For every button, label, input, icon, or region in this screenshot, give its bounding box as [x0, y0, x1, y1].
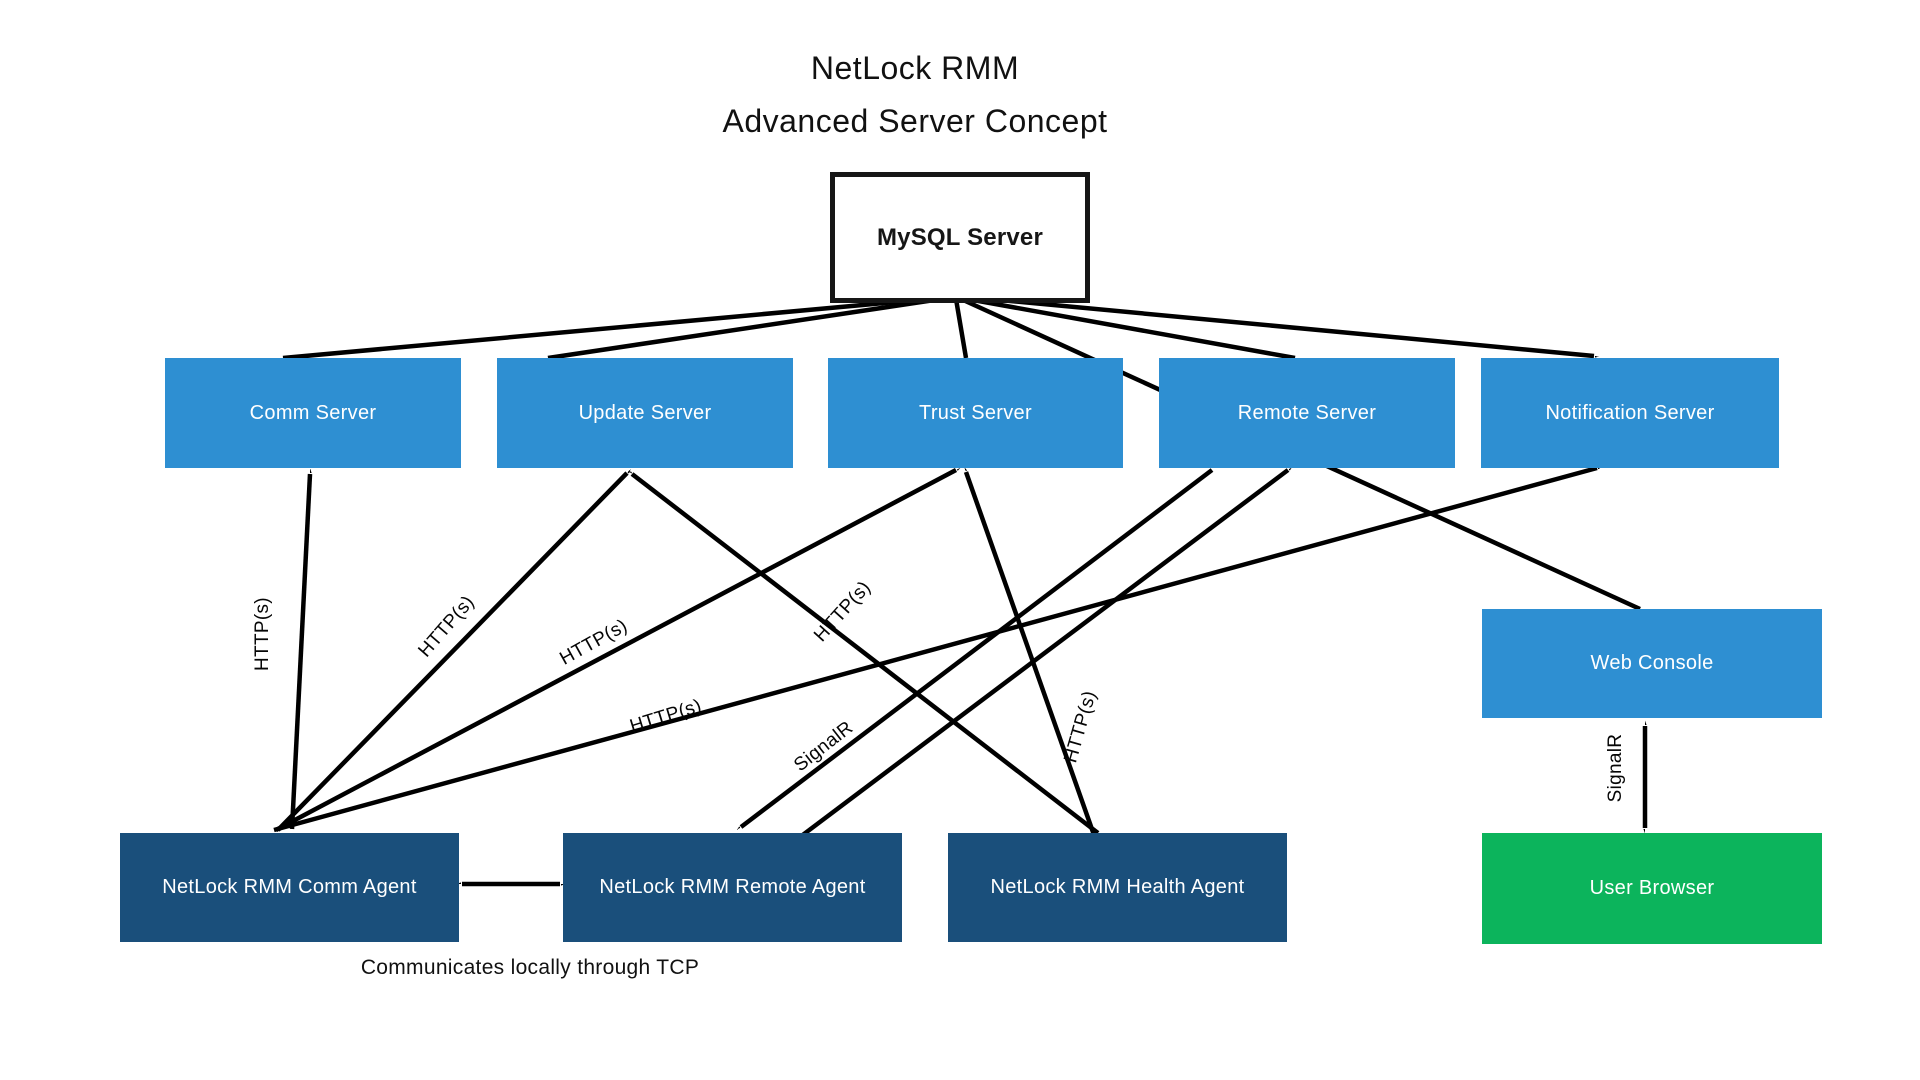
- edge-comm-agent-to-comm-server: [289, 474, 310, 830]
- edge-label-https-0: HTTP(s): [252, 597, 273, 671]
- node-web-console: Web Console: [1482, 609, 1822, 718]
- edge-remote-server-to-mysql: [962, 298, 1296, 361]
- edge-health-agent-to-update-server: [632, 474, 1100, 835]
- node-label-mysql-server: MySQL Server: [876, 223, 1044, 251]
- edge-remote-server-to-remote-agent: [741, 468, 1214, 827]
- edge-comm-agent-to-update-server: [276, 473, 627, 832]
- edge-remote-agent-to-remote-server: [798, 470, 1288, 839]
- node-health-agent: NetLock RMM Health Agent: [948, 833, 1287, 942]
- edge-comm-agent-to-notification-server: [273, 468, 1597, 833]
- node-label-health-agent: NetLock RMM Health Agent: [990, 876, 1245, 898]
- edge-health-agent-to-trust-server: [966, 472, 1097, 836]
- node-label-user-browser: User Browser: [1589, 877, 1715, 899]
- node-notification-server: Notification Server: [1481, 358, 1779, 468]
- node-label-remote-server: Remote Server: [1237, 401, 1377, 424]
- edge-mysql-to-notification-server: [957, 293, 1594, 356]
- edge-comm-server-to-mysql: [282, 297, 950, 361]
- node-comm-server: Comm Server: [165, 358, 461, 468]
- edge-update-server-to-mysql: [547, 298, 948, 361]
- edge-trust-server-to-mysql: [956, 299, 966, 359]
- node-mysql-server: MySQL Server: [830, 172, 1090, 303]
- node-label-trust-server: Trust Server: [919, 401, 1032, 424]
- node-label-notification-server: Notification Server: [1545, 401, 1715, 424]
- diagram-title: NetLock RMM Advanced Server Concept: [0, 42, 1830, 148]
- diagram-title-line2: Advanced Server Concept: [722, 103, 1108, 139]
- node-update-server: Update Server: [497, 358, 793, 468]
- node-user-browser: User Browser: [1482, 833, 1822, 944]
- node-trust-server: Trust Server: [828, 358, 1123, 468]
- edge-label-signalr-7: SignalR: [1605, 733, 1626, 803]
- node-label-remote-agent: NetLock RMM Remote Agent: [599, 876, 866, 898]
- node-comm-agent: NetLock RMM Comm Agent: [120, 833, 459, 942]
- node-label-comm-agent: NetLock RMM Comm Agent: [162, 876, 417, 898]
- tcp-caption: Communicates locally through TCP: [360, 956, 700, 979]
- node-label-update-server: Update Server: [578, 401, 712, 424]
- node-remote-server: Remote Server: [1159, 358, 1455, 468]
- edge-comm-agent-to-trust-server: [274, 470, 956, 832]
- node-label-web-console: Web Console: [1590, 652, 1714, 674]
- node-remote-agent: NetLock RMM Remote Agent: [563, 833, 902, 942]
- diagram-title-line1: NetLock RMM: [810, 50, 1020, 86]
- node-label-comm-server: Comm Server: [249, 401, 377, 424]
